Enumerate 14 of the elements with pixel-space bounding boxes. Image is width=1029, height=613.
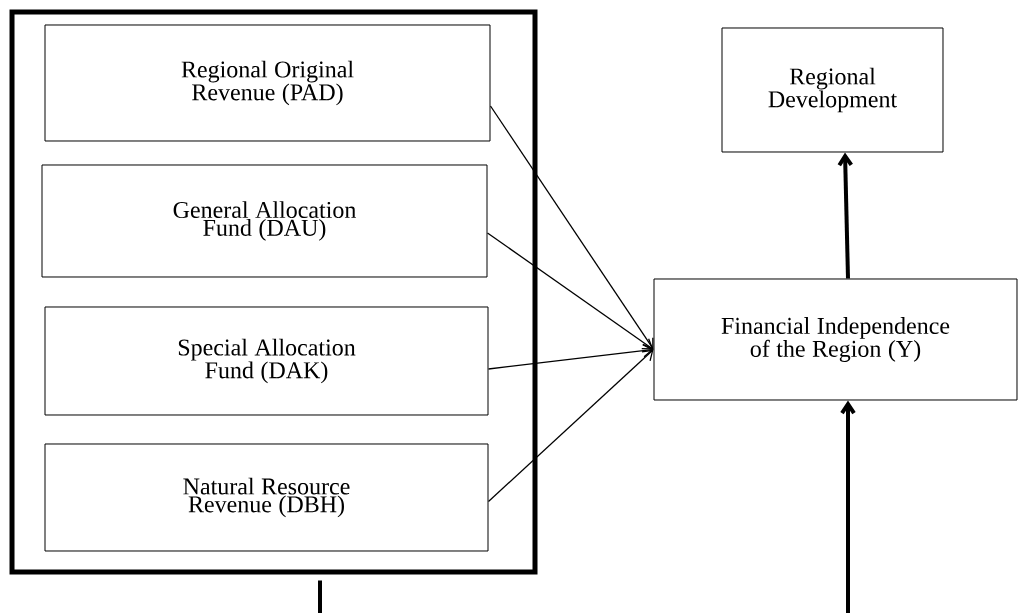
input-box: Special Allocation Fund (DAK) — [44, 306, 489, 416]
arrow — [489, 105, 654, 350]
arrow — [840, 400, 856, 613]
arrow — [486, 232, 654, 350]
result-box: Financial Independence of the Region (Y) — [653, 278, 1018, 401]
arrow — [487, 349, 654, 503]
arrow — [837, 152, 853, 279]
connector-line — [318, 580, 322, 613]
input-box: General Allocation Fund (DAU) — [41, 164, 488, 278]
arrow — [487, 344, 654, 370]
input-box: Natural Resource Revenue (DBH) — [44, 443, 489, 552]
outcome-box: Regional Development — [721, 27, 944, 153]
input-box: Regional Original Revenue (PAD) — [44, 24, 491, 142]
group-frame — [9, 9, 538, 575]
